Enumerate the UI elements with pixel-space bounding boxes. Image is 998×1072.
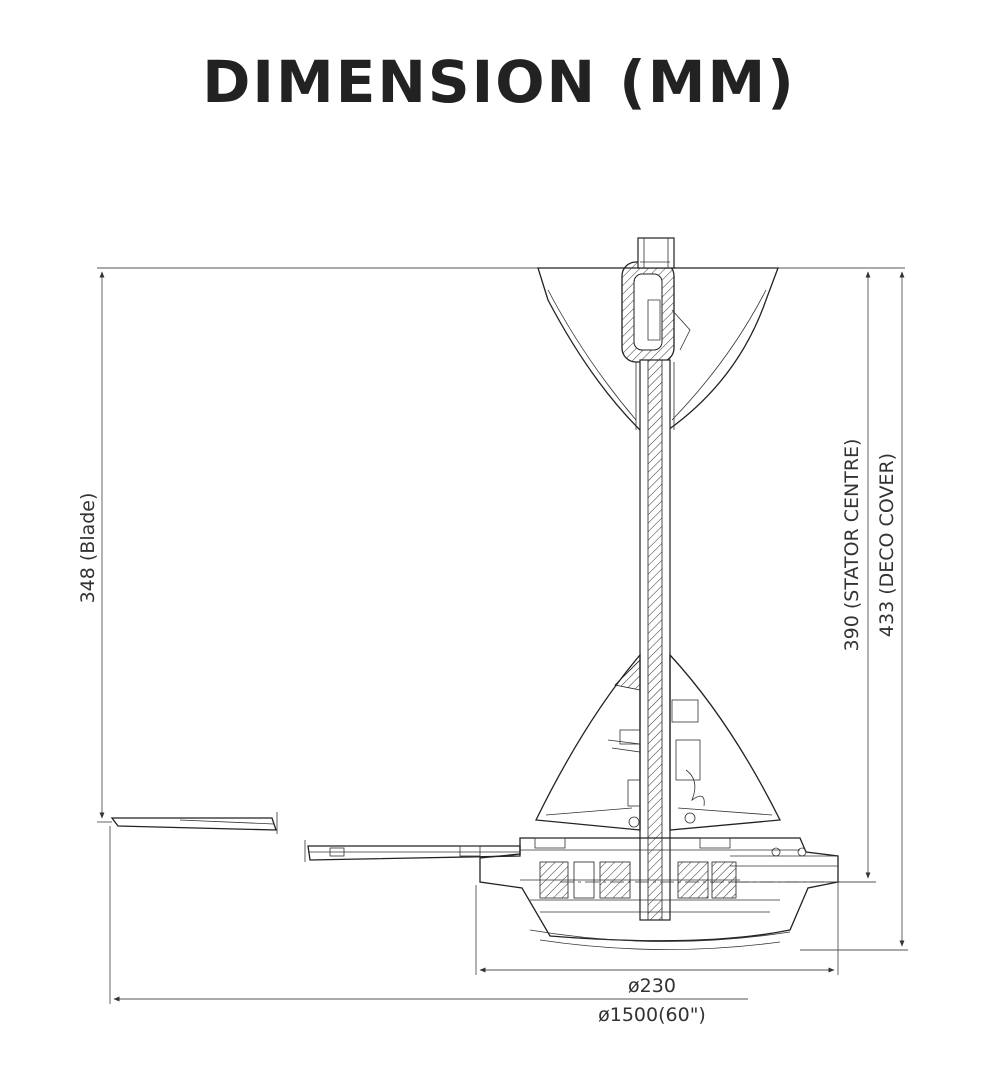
- stator-coils: [520, 861, 780, 913]
- hanger-mount: [621, 237, 691, 363]
- dimension-lines: [97, 267, 908, 1004]
- stator-centre-label: 390 (STATOR CENTRE): [841, 439, 863, 652]
- fan-blade-right: [304, 840, 521, 862]
- page-title: DIMENSION (MM): [202, 48, 796, 116]
- fan-blade-left: [110, 812, 278, 834]
- motor-diameter-label: ø230: [628, 975, 676, 997]
- blade-height-label: 348 (Blade): [77, 493, 99, 604]
- downrod: [635, 359, 675, 921]
- deco-cover-label: 433 (DECO COVER): [876, 453, 898, 637]
- motor-housing: [479, 837, 840, 950]
- sweep-diameter-label: ø1500(60"): [598, 1004, 706, 1026]
- deco-cover: [535, 653, 782, 831]
